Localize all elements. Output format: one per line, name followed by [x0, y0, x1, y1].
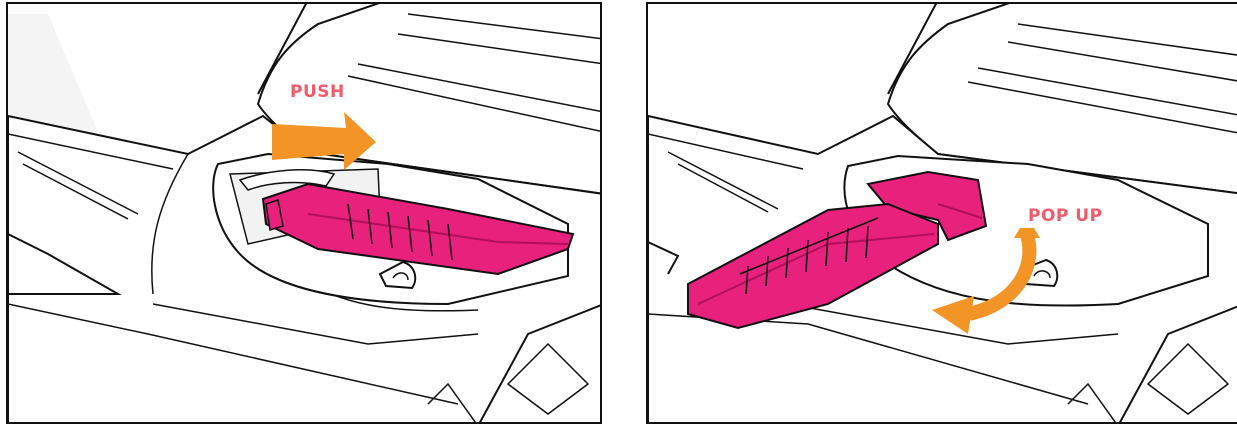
- push-illustration: [8, 4, 602, 424]
- pop-up-label: POP UP: [1028, 206, 1103, 226]
- panel-push: PUSH: [6, 2, 602, 424]
- pop-up-illustration: [648, 4, 1237, 424]
- push-label: PUSH: [290, 82, 345, 102]
- panel-pop-up: POP UP: [646, 2, 1237, 424]
